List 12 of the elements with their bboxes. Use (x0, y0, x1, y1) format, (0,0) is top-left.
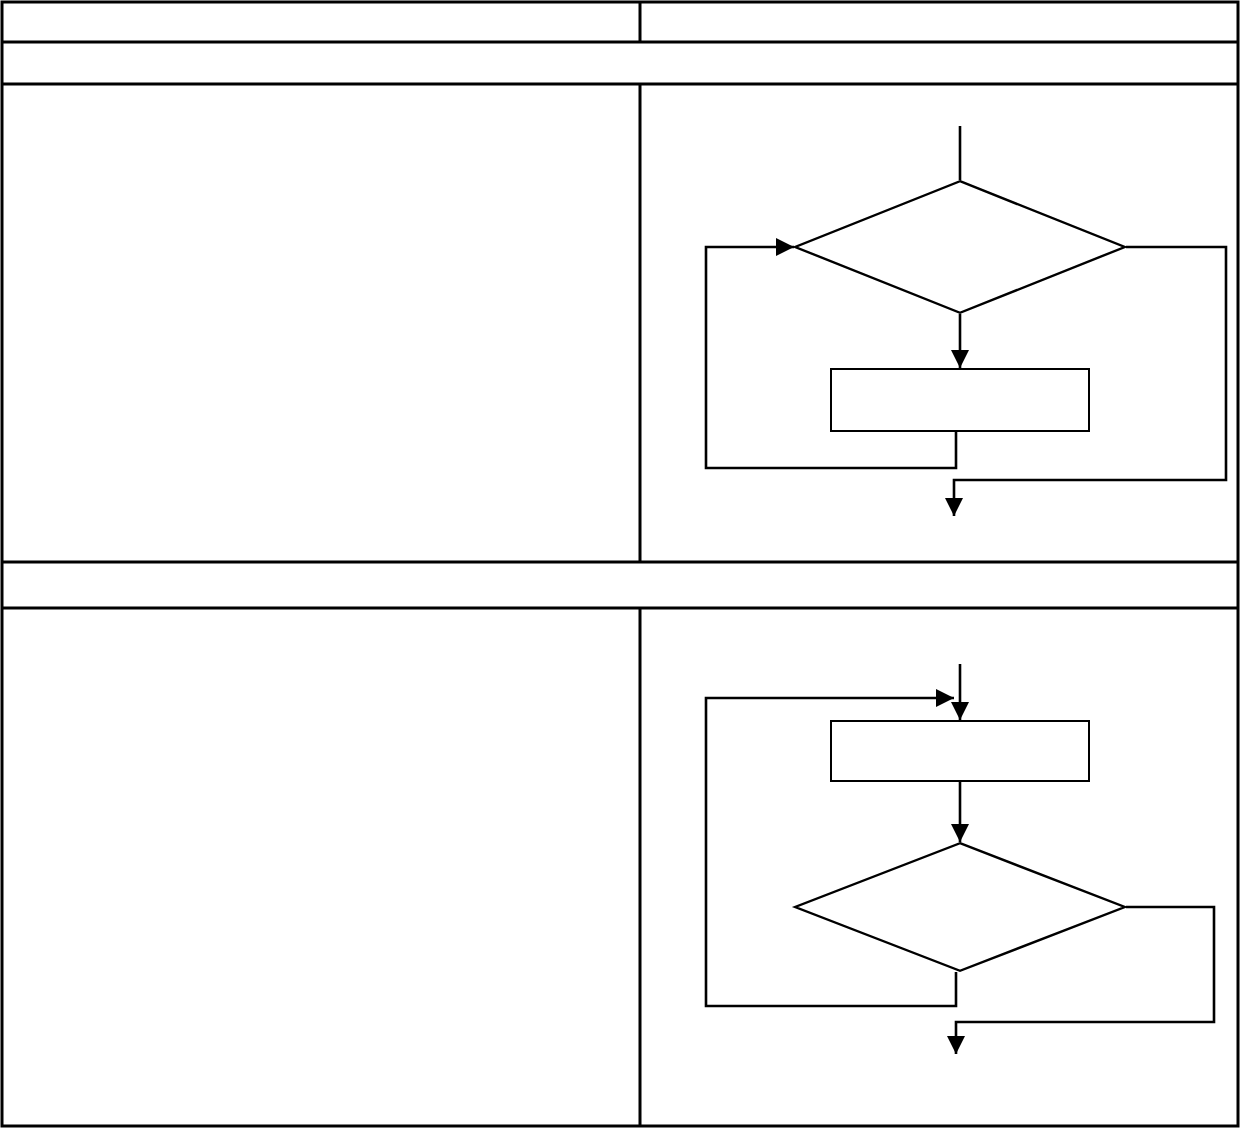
decision-diamond (794, 180, 1126, 314)
decision-diamond (794, 842, 1126, 972)
arrow (951, 314, 969, 368)
arrow (951, 782, 969, 842)
arrow (947, 905, 1216, 1054)
connector-line (958, 126, 962, 180)
arrow (704, 238, 958, 470)
arrow (704, 689, 958, 1008)
arrow (951, 664, 969, 720)
process-box (830, 720, 1090, 782)
process-box (830, 368, 1090, 432)
arrow (945, 245, 1228, 516)
